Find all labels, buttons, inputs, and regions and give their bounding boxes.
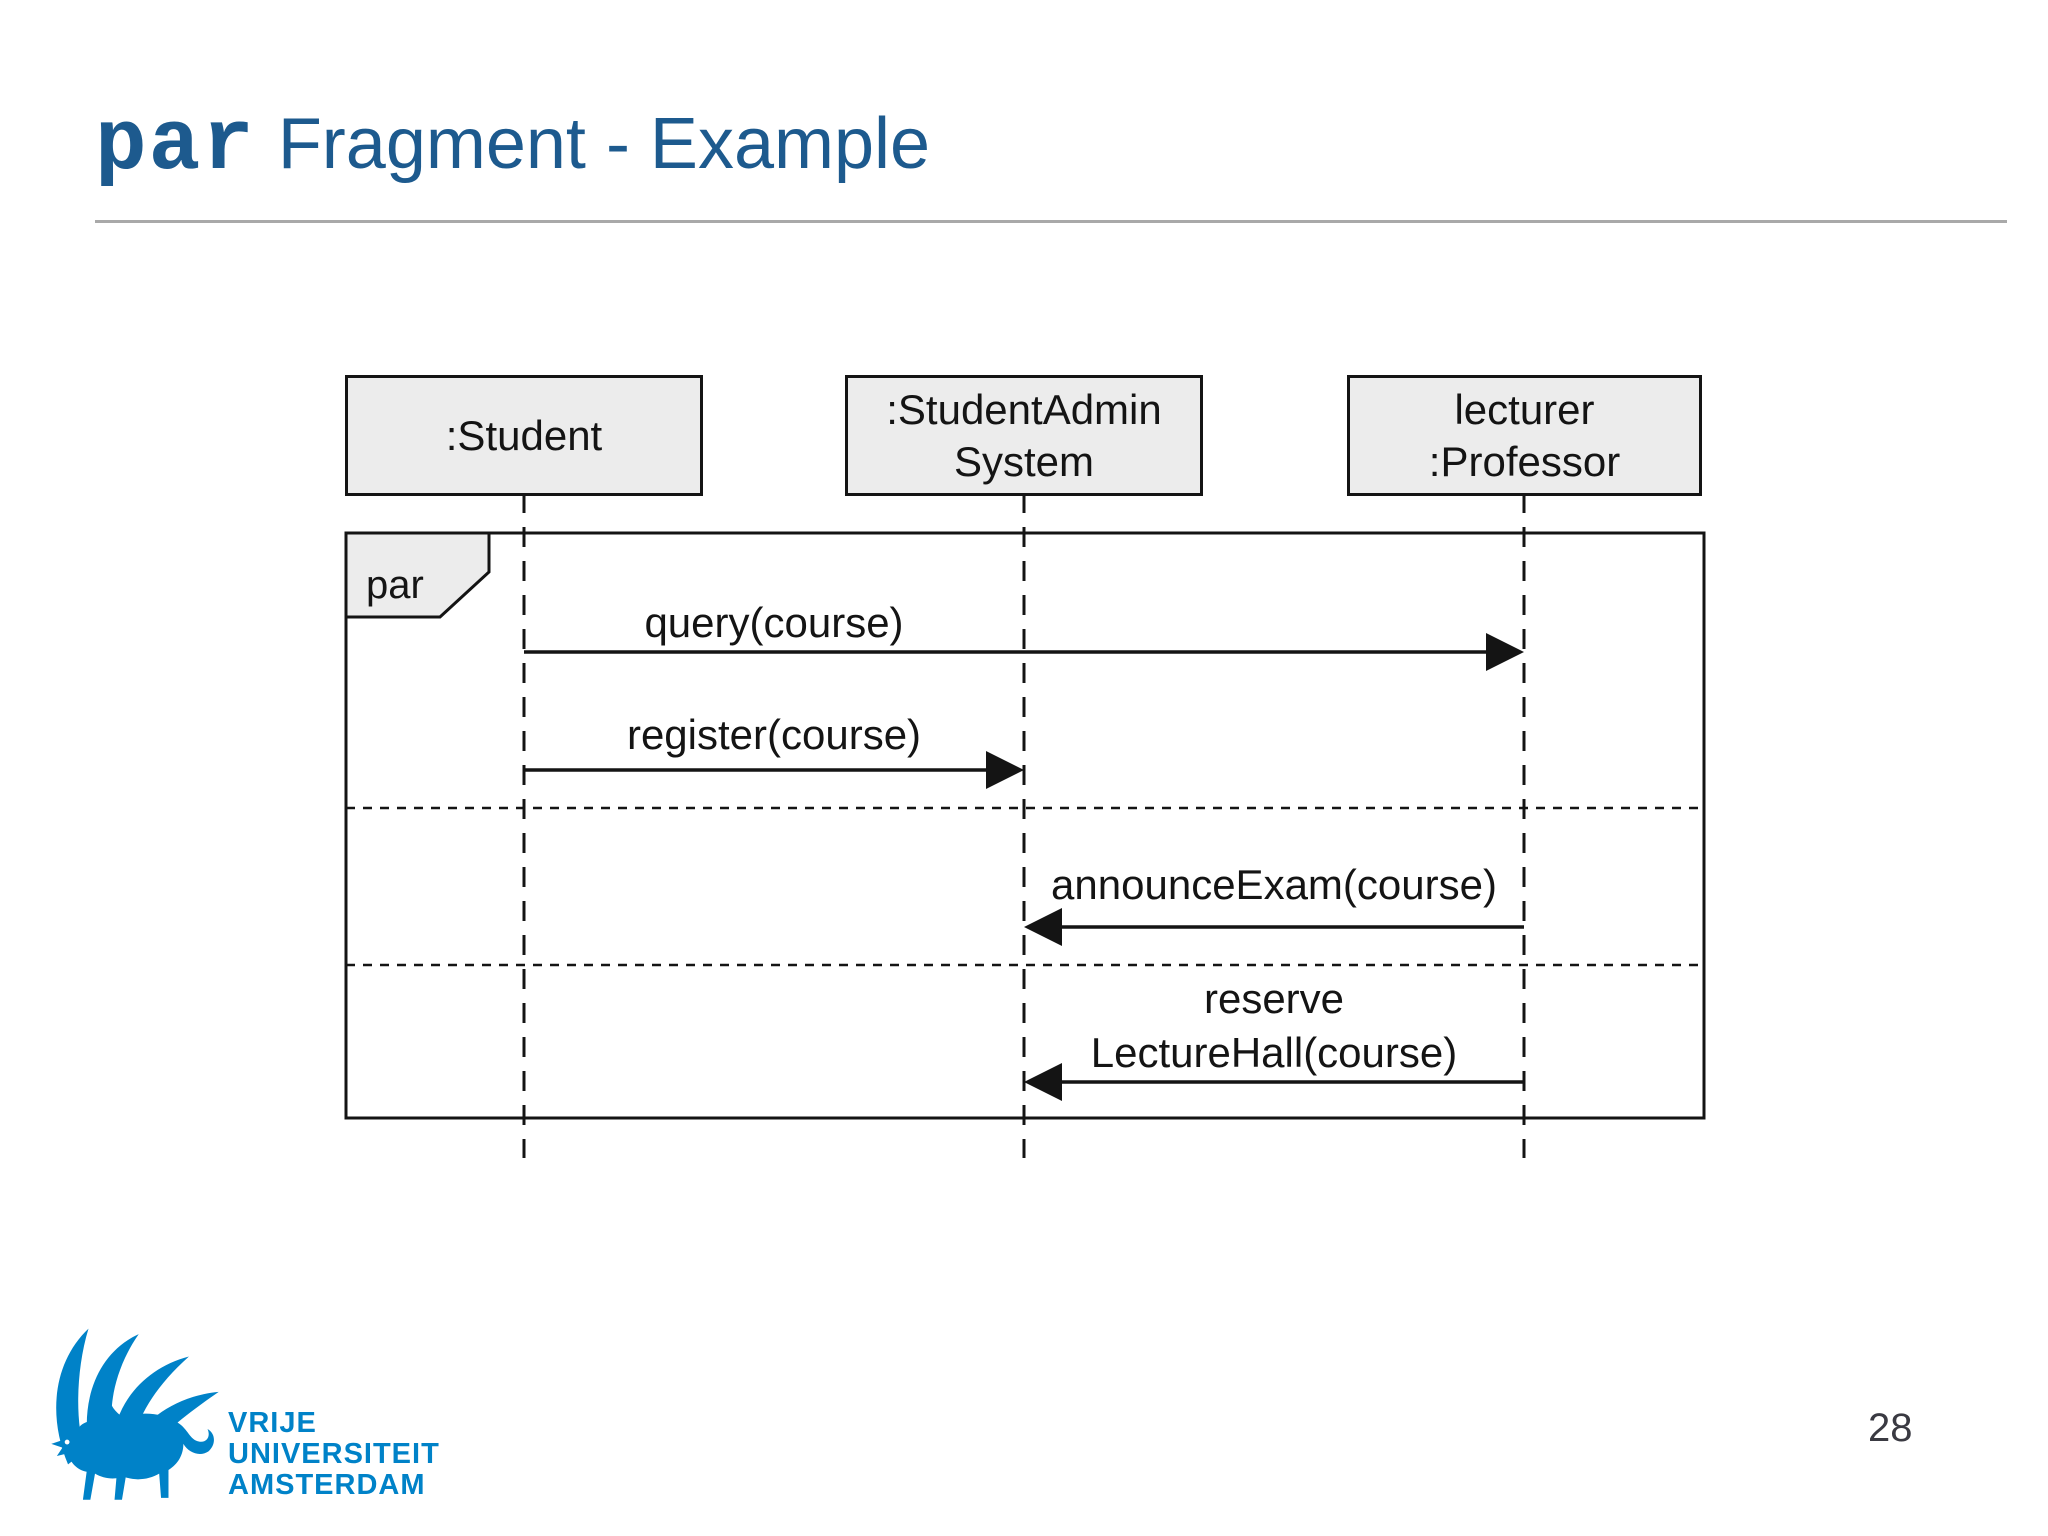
par-fragment-operator-pentagon bbox=[344, 531, 491, 619]
arrowhead-reservelecturehall bbox=[1024, 1063, 1062, 1101]
vu-logo-wordmark: VRIJE UNIVERSITEIT AMSTERDAM bbox=[228, 1408, 440, 1501]
lifeline-head-studentadminsystem: :StudentAdmin System bbox=[845, 375, 1203, 496]
lifeline-head-student-label: :Student bbox=[445, 411, 603, 459]
par-fragment-frame bbox=[344, 531, 1706, 1120]
lifeline-head-professor: lecturer :Professor bbox=[1347, 375, 1702, 496]
vu-logo-line3: AMSTERDAM bbox=[228, 1469, 426, 1501]
lifeline-head-studentadmin-line2: System bbox=[953, 437, 1095, 485]
message-label-query: query(course) bbox=[644, 599, 904, 646]
lifeline-head-professor-line2: :Professor bbox=[1428, 437, 1621, 485]
page-title: par Fragment - Example bbox=[95, 96, 930, 194]
arrowhead-register bbox=[986, 751, 1024, 789]
title-text: Fragment - Example bbox=[277, 104, 931, 184]
vu-logo-line2: UNIVERSITEIT bbox=[228, 1438, 440, 1470]
message-label-announceexam: announceExam(course) bbox=[1051, 861, 1497, 908]
lifeline-head-student: :Student bbox=[345, 375, 703, 496]
page-number: 28 bbox=[1868, 1406, 1913, 1450]
title-underline bbox=[95, 220, 2007, 223]
lifeline-head-studentadmin-line1: :StudentAdmin bbox=[886, 385, 1162, 433]
message-label-register: register(course) bbox=[626, 711, 922, 758]
vu-logo-line1: VRIJE bbox=[228, 1407, 317, 1439]
par-operator-label: par bbox=[366, 563, 424, 607]
message-label-reserve-line1: reserve bbox=[1203, 975, 1345, 1022]
message-label-reserve-line2: LectureHall(course) bbox=[1090, 1029, 1458, 1076]
arrowhead-query bbox=[1486, 633, 1524, 671]
arrowhead-announceexam bbox=[1024, 908, 1062, 946]
vu-griffin-logo-icon bbox=[51, 1328, 219, 1500]
lifeline-head-professor-line1: lecturer bbox=[1454, 385, 1595, 433]
title-keyword: par bbox=[95, 96, 256, 194]
